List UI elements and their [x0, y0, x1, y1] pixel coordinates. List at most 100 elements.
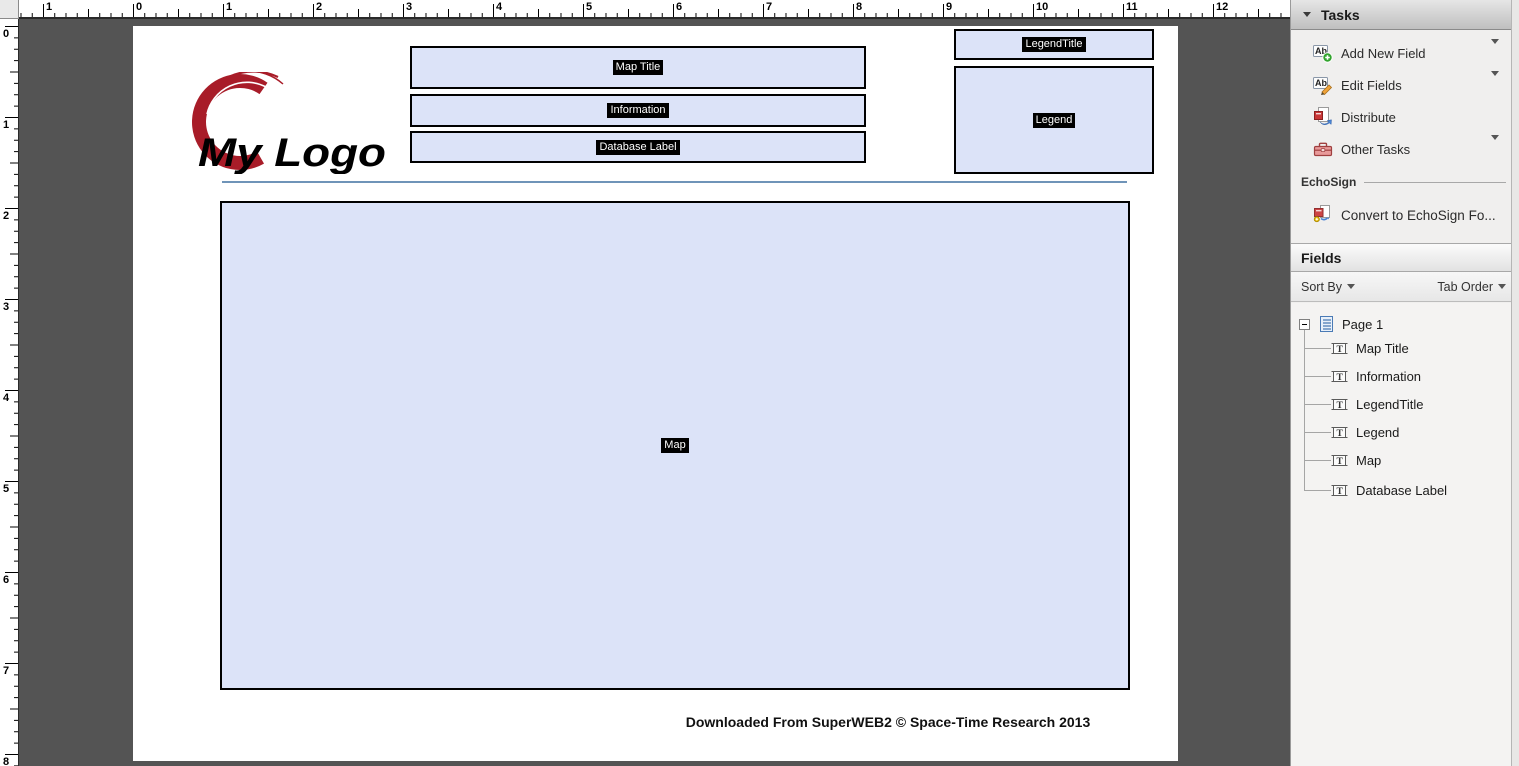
- tree-node-label: Database Label: [1356, 482, 1448, 498]
- ruler-label: 2: [316, 1, 323, 13]
- tree-node-legend[interactable]: T Legend: [1331, 420, 1399, 444]
- edit-fields-label: Edit Fields: [1341, 77, 1402, 93]
- fields-panel-header[interactable]: Fields: [1291, 243, 1519, 272]
- ruler-label: 9: [946, 1, 953, 13]
- chevron-down-icon: [1347, 284, 1355, 289]
- ruler-label: 12: [1216, 1, 1229, 13]
- svg-text:T: T: [1337, 345, 1344, 355]
- ruler-label: 0: [136, 1, 143, 13]
- header-divider-line: [222, 181, 1127, 183]
- tree-connector: [1304, 376, 1331, 377]
- tasks-panel-title: Tasks: [1321, 6, 1360, 23]
- svg-text:T: T: [1337, 429, 1344, 439]
- information-field[interactable]: Information: [410, 94, 866, 127]
- ruler-label: 10: [1036, 1, 1049, 13]
- page-icon: [1320, 315, 1333, 332]
- map-title-field[interactable]: Map Title: [410, 46, 866, 89]
- ruler-label: 4: [496, 1, 503, 13]
- ruler-label: 7: [3, 665, 10, 677]
- distribute-icon: [1314, 107, 1332, 126]
- convert-to-echosign-label: Convert to EchoSign Fo...: [1341, 207, 1496, 223]
- tree-node-information[interactable]: T Information: [1331, 364, 1421, 388]
- tree-node-map[interactable]: T Map: [1331, 448, 1381, 472]
- legend-field[interactable]: Legend: [954, 66, 1154, 174]
- svg-text:Ab: Ab: [1315, 78, 1327, 88]
- legend-field-tag: Legend: [1032, 112, 1076, 128]
- ruler-label: 5: [586, 1, 593, 13]
- legend-title-field[interactable]: LegendTitle: [954, 29, 1154, 60]
- ruler-label: 1: [3, 119, 10, 131]
- chevron-down-icon: [1491, 71, 1499, 93]
- ruler-label: 2: [3, 210, 10, 222]
- tree-node-label: Map: [1356, 452, 1382, 468]
- ruler-label: 11: [1126, 1, 1138, 13]
- tree-connector: [1304, 404, 1331, 405]
- database-label-field[interactable]: Database Label: [410, 131, 866, 163]
- ruler-label: 0: [3, 28, 10, 40]
- ruler-label: 4: [3, 392, 10, 404]
- echosign-section-title: EchoSign: [1301, 175, 1357, 189]
- page-footer-text: Downloaded From SuperWEB2 © Space-Time R…: [685, 714, 1091, 730]
- tasks-panel-header[interactable]: Tasks: [1291, 0, 1519, 30]
- edit-fields-icon: Ab: [1313, 77, 1333, 95]
- ruler-label: 6: [676, 1, 683, 13]
- tree-node-legendtitle[interactable]: T LegendTitle: [1331, 392, 1423, 416]
- ruler-label: 8: [3, 756, 10, 766]
- text-field-icon: T: [1331, 398, 1348, 411]
- chevron-down-icon: [1491, 39, 1499, 61]
- tree-connector: [1304, 330, 1305, 491]
- echosign-convert-icon: [1313, 205, 1330, 223]
- information-field-tag: Information: [607, 103, 669, 118]
- text-field-icon: T: [1331, 370, 1348, 383]
- svg-text:T: T: [1337, 401, 1344, 411]
- ruler-label: 1: [46, 1, 53, 13]
- distribute-button[interactable]: Distribute: [1291, 102, 1513, 132]
- text-field-icon: T: [1331, 426, 1348, 439]
- map-field-tag: Map: [661, 438, 689, 453]
- collapse-minus-icon[interactable]: [1299, 318, 1310, 330]
- tree-node-map-title[interactable]: T Map Title: [1331, 336, 1409, 360]
- tree-node-label: Legend: [1356, 424, 1400, 440]
- ruler-label: 3: [406, 1, 413, 13]
- legend-title-field-tag: LegendTitle: [1022, 37, 1086, 52]
- chevron-down-icon: [1491, 135, 1499, 157]
- other-tasks-dropdown[interactable]: [1491, 135, 1499, 158]
- tree-node-database-label[interactable]: T Database Label: [1331, 478, 1447, 502]
- other-tasks-button[interactable]: Other Tasks: [1291, 134, 1513, 164]
- echosign-section-header: EchoSign: [1301, 175, 1506, 189]
- convert-to-echosign-button[interactable]: Convert to EchoSign Fo...: [1291, 200, 1513, 230]
- section-divider: [1364, 181, 1506, 183]
- tree-node-page-1[interactable]: Page 1: [1299, 312, 1383, 336]
- ruler-label: 3: [3, 301, 10, 313]
- database-label-field-tag: Database Label: [596, 139, 680, 155]
- map-field[interactable]: Map: [220, 201, 1130, 690]
- tree-node-label: LegendTitle: [1356, 396, 1424, 412]
- map-title-field-tag: Map Title: [612, 60, 664, 75]
- edit-fields-dropdown[interactable]: [1491, 71, 1499, 94]
- text-field-icon: T: [1331, 454, 1348, 467]
- tree-node-label: Map Title: [1356, 340, 1409, 356]
- other-tasks-icon: [1313, 142, 1333, 157]
- document-canvas: My Logo Map Title Information Database L…: [19, 19, 1290, 766]
- right-sidebar: Tasks Ab Add New Field Ab Edit Fields: [1290, 0, 1519, 766]
- add-new-field-icon: Ab: [1313, 45, 1333, 63]
- add-new-field-dropdown[interactable]: [1491, 39, 1499, 62]
- tree-connector: [1304, 490, 1331, 491]
- ruler-label: 5: [3, 483, 10, 495]
- tree-node-label: Information: [1356, 368, 1422, 384]
- pdf-page[interactable]: My Logo Map Title Information Database L…: [133, 26, 1178, 761]
- ruler-label: 1: [226, 1, 233, 13]
- svg-text:T: T: [1337, 457, 1344, 467]
- add-new-field-button[interactable]: Ab Add New Field: [1291, 38, 1513, 68]
- sort-by-dropdown[interactable]: Sort By: [1301, 279, 1342, 294]
- edit-fields-button[interactable]: Ab Edit Fields: [1291, 70, 1513, 100]
- logo-text: My Logo: [198, 131, 386, 174]
- ruler-label: 7: [766, 1, 773, 13]
- fields-tree: Page 1 T Map Title T Information: [1291, 303, 1513, 766]
- chevron-down-icon: [1498, 284, 1506, 289]
- text-field-icon: T: [1331, 342, 1348, 355]
- company-logo: My Logo: [186, 70, 398, 175]
- tree-node-label: Page 1: [1342, 316, 1384, 332]
- tab-order-dropdown[interactable]: Tab Order: [1437, 279, 1493, 294]
- horizontal-ruler: 1 0 1 2 3 4 5 6 7 8 9 10 11 12: [19, 0, 1290, 19]
